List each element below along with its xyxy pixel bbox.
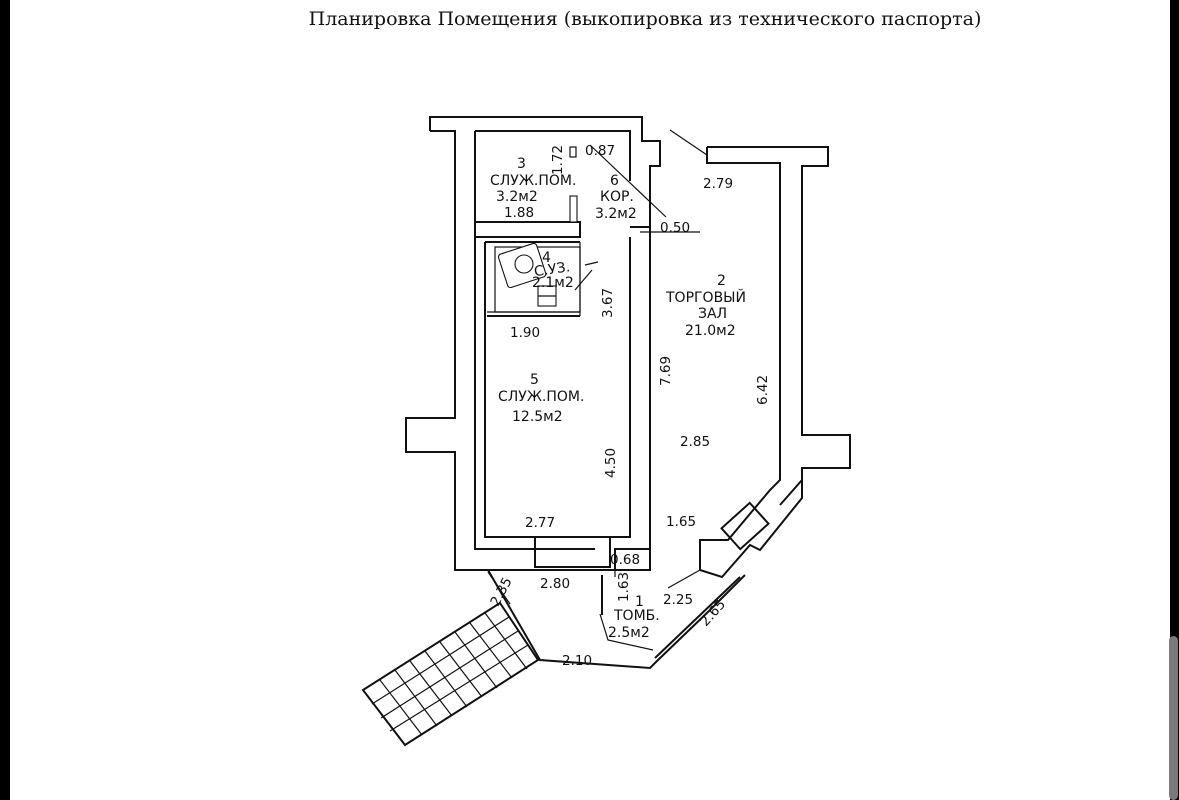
room-1-area: 2.5м2 — [608, 625, 650, 641]
document-page: Планировка Помещения (выкопировка из тех… — [10, 0, 1170, 800]
floor-plan: 3 СЛУЖ.ПОМ. 3.2м2 6 КОР. 3.2м2 4 С.УЗ. 2… — [361, 116, 851, 747]
room-3-area: 3.2м2 — [496, 189, 538, 205]
dimension-labels: 1.72 0.87 2.79 1.88 0.50 3.67 1.90 7.69 … — [487, 143, 771, 669]
sales-hall-walls — [669, 129, 851, 579]
corridor-details — [569, 144, 667, 218]
dim-0-50: 0.50 — [660, 220, 690, 236]
dim-2-77: 2.77 — [525, 515, 555, 531]
room-1-num: 1 — [635, 594, 644, 610]
page-title: Планировка Помещения (выкопировка из тех… — [308, 8, 982, 30]
outer-walls — [405, 116, 700, 571]
dim-0-68: 0.68 — [610, 552, 640, 568]
dim-2-65: 2.65 — [697, 597, 729, 630]
room-6-area: 3.2м2 — [595, 206, 637, 222]
dim-2-35: 2.35 — [487, 575, 515, 609]
dim-6-42: 6.42 — [755, 375, 771, 405]
room-5-area: 12.5м2 — [512, 409, 563, 425]
room-1-name: ТОМБ. — [613, 608, 660, 624]
room-2-name-line2: ЗАЛ — [698, 306, 727, 322]
dim-0-87: 0.87 — [585, 143, 615, 159]
room-4-area: 2.1м2 — [532, 275, 574, 291]
dim-4-50: 4.50 — [603, 448, 619, 478]
room-4-name: С.УЗ. — [533, 259, 571, 280]
dim-1-65: 1.65 — [666, 514, 696, 530]
room-3-num: 3 — [517, 156, 526, 172]
vertical-scrollbar[interactable] — [1169, 636, 1178, 800]
room-2-name-line1: ТОРГОВЫЙ — [665, 288, 746, 306]
dim-1-72: 1.72 — [550, 145, 566, 175]
dim-1-88: 1.88 — [504, 205, 534, 221]
dim-3-67: 3.67 — [600, 288, 616, 318]
dim-2-85: 2.85 — [680, 434, 710, 450]
dim-2-79: 2.79 — [703, 176, 733, 192]
room-5-num: 5 — [530, 372, 539, 388]
dim-2-10: 2.10 — [562, 653, 592, 669]
dim-7-69: 7.69 — [658, 356, 674, 386]
vestibule — [487, 569, 746, 670]
staircase — [361, 571, 540, 747]
dim-1-63: 1.63 — [616, 572, 632, 602]
dim-2-25: 2.25 — [663, 592, 693, 608]
dim-2-80: 2.80 — [540, 576, 570, 592]
room-4-num: 4 — [542, 250, 551, 266]
bathroom-fixtures — [487, 195, 599, 317]
room-2-num: 2 — [717, 273, 726, 289]
room-3-name: СЛУЖ.ПОМ. — [490, 173, 576, 189]
room-6-name: КОР. — [600, 189, 634, 205]
room-5-name: СЛУЖ.ПОМ. — [498, 389, 584, 405]
dim-1-90: 1.90 — [510, 325, 540, 341]
room-6-num: 6 — [610, 173, 619, 189]
room-labels: 3 СЛУЖ.ПОМ. 3.2м2 6 КОР. 3.2м2 4 С.УЗ. 2… — [490, 156, 746, 641]
room-2-area: 21.0м2 — [685, 323, 736, 339]
